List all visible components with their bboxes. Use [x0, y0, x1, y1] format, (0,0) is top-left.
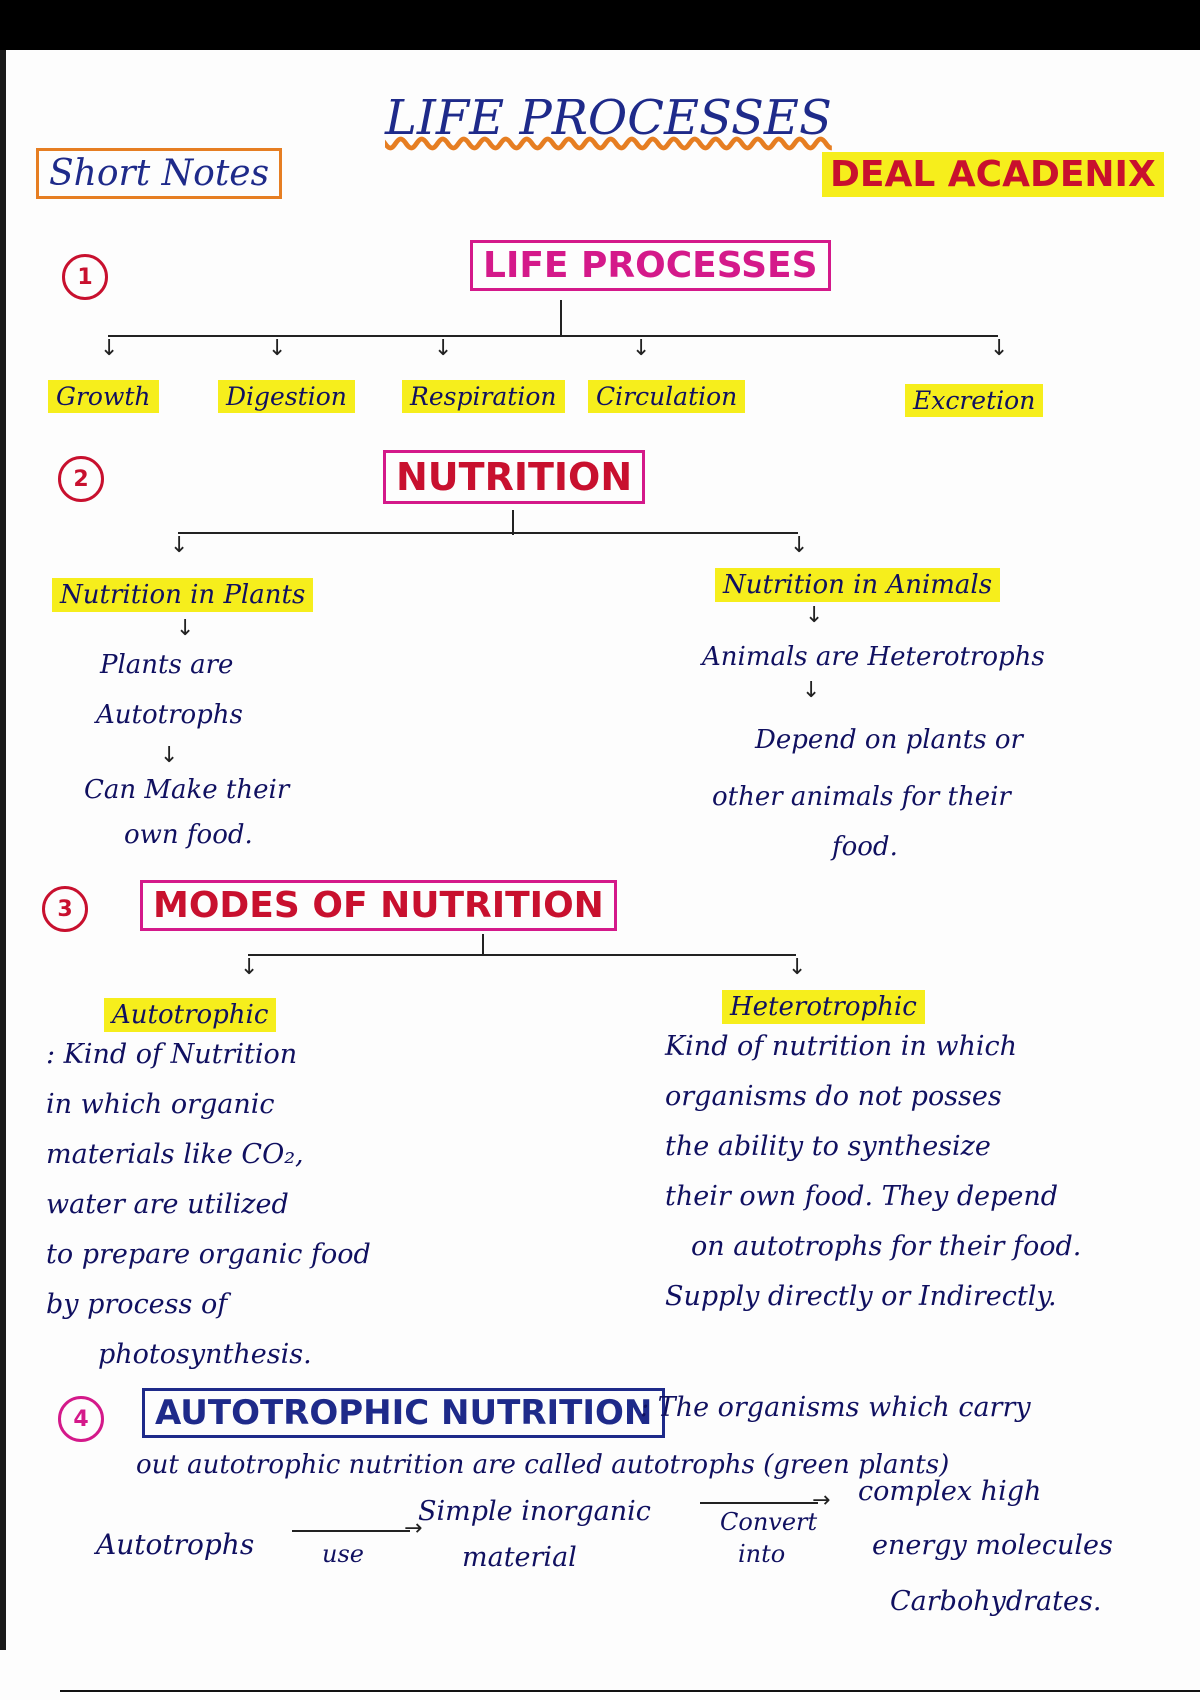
flow-output: energy molecules	[872, 1530, 1113, 1561]
down-arrow-icon: ↓	[788, 955, 807, 980]
down-arrow-icon: ↓	[990, 336, 1009, 361]
life-process-item: Digestion	[218, 380, 355, 413]
flow-convert-label: Convert	[720, 1508, 818, 1536]
down-arrow-icon: ↓	[802, 678, 821, 703]
life-process-item: Excretion	[905, 384, 1044, 417]
definition-line: organisms do not posses	[665, 1081, 1002, 1112]
brand-label: DEAL ACADENIX	[822, 152, 1164, 197]
heterotrophic-definition: Kind of nutrition in which organisms do …	[665, 1022, 1081, 1322]
definition-line: photosynthesis.	[98, 1339, 312, 1370]
plants-line: Plants are	[100, 650, 234, 680]
definition-line: materials like CO₂,	[46, 1139, 304, 1170]
definition-line: on autotrophs for their food.	[691, 1231, 1082, 1262]
plants-line: Can Make their	[84, 775, 290, 805]
bottom-rule	[60, 1690, 1200, 1692]
section-1-number: 1	[62, 254, 108, 300]
flow-subject: Autotrophs	[96, 1528, 255, 1561]
plants-label: Nutrition in Plants	[52, 578, 314, 612]
down-arrow-icon: ↓	[268, 336, 287, 361]
flow-arrow-line	[292, 1530, 410, 1532]
definition-line: in which organic	[46, 1089, 275, 1120]
definition-line: their own food. They depend	[665, 1181, 1059, 1212]
down-arrow-icon: ↓	[160, 743, 179, 768]
section-4-intro: : The organisms which carry	[640, 1392, 1031, 1423]
down-arrow-icon: ↓	[170, 533, 189, 558]
life-process-item: Circulation	[588, 380, 746, 413]
animals-line: Animals are Heterotrophs	[702, 642, 1045, 672]
section-2-number: 2	[58, 456, 104, 502]
flow-output: Carbohydrates.	[890, 1586, 1102, 1617]
life-process-item: Growth	[48, 380, 159, 413]
flow-output: complex high	[858, 1476, 1042, 1507]
autotrophic-definition: : Kind of Nutrition in which organic mat…	[46, 1030, 371, 1380]
animals-line: other animals for their	[712, 782, 1011, 812]
down-arrow-icon: ↓	[176, 616, 195, 641]
flow-input: material	[462, 1542, 577, 1573]
heterotrophic-label: Heterotrophic	[722, 990, 925, 1024]
definition-line: Kind of nutrition in which	[665, 1031, 1018, 1062]
connector	[482, 934, 484, 956]
right-arrow-icon: →	[812, 1488, 831, 1513]
definition-line: Supply directly or Indirectly.	[665, 1281, 1057, 1312]
section-3-title: MODES OF NUTRITION	[140, 880, 617, 931]
scan-left-border	[0, 50, 6, 1650]
right-arrow-icon: →	[404, 1516, 423, 1541]
short-notes-label: Short Notes	[36, 148, 283, 199]
page-title: LIFE PROCESSES	[385, 90, 832, 146]
section-3-number: 3	[42, 886, 88, 932]
definition-line: by process of	[46, 1289, 228, 1320]
plants-line: own food.	[124, 820, 253, 850]
connector	[560, 300, 562, 335]
section-2-title: NUTRITION	[383, 450, 646, 504]
connector	[248, 954, 796, 956]
down-arrow-icon: ↓	[240, 955, 259, 980]
connector	[108, 335, 998, 337]
definition-line: water are utilized	[46, 1189, 289, 1220]
connector	[178, 532, 798, 534]
scan-top-border	[0, 0, 1200, 50]
animals-line: food.	[832, 832, 898, 862]
definition-line: : Kind of Nutrition	[46, 1039, 298, 1070]
flow-arrow-line	[700, 1502, 818, 1504]
section-4-intro-continued: out autotrophic nutrition are called aut…	[136, 1450, 950, 1480]
flow-use-label: use	[322, 1540, 364, 1568]
down-arrow-icon: ↓	[805, 603, 824, 628]
autotrophic-label: Autotrophic	[104, 998, 277, 1032]
section-4-number: 4	[58, 1396, 104, 1442]
down-arrow-icon: ↓	[632, 336, 651, 361]
flow-input: Simple inorganic	[418, 1496, 651, 1527]
definition-line: to prepare organic food	[46, 1239, 371, 1270]
section-4-title: AUTOTROPHIC NUTRITION	[142, 1388, 666, 1438]
down-arrow-icon: ↓	[100, 336, 119, 361]
down-arrow-icon: ↓	[434, 336, 453, 361]
definition-line: the ability to synthesize	[665, 1131, 991, 1162]
life-process-item: Respiration	[402, 380, 565, 413]
flow-into-label: into	[738, 1540, 786, 1568]
down-arrow-icon: ↓	[790, 533, 809, 558]
animals-line: Depend on plants or	[755, 725, 1023, 755]
section-1-title: LIFE PROCESSES	[470, 240, 831, 291]
connector	[512, 510, 514, 535]
animals-label: Nutrition in Animals	[715, 568, 1001, 602]
plants-line: Autotrophs	[96, 700, 243, 730]
